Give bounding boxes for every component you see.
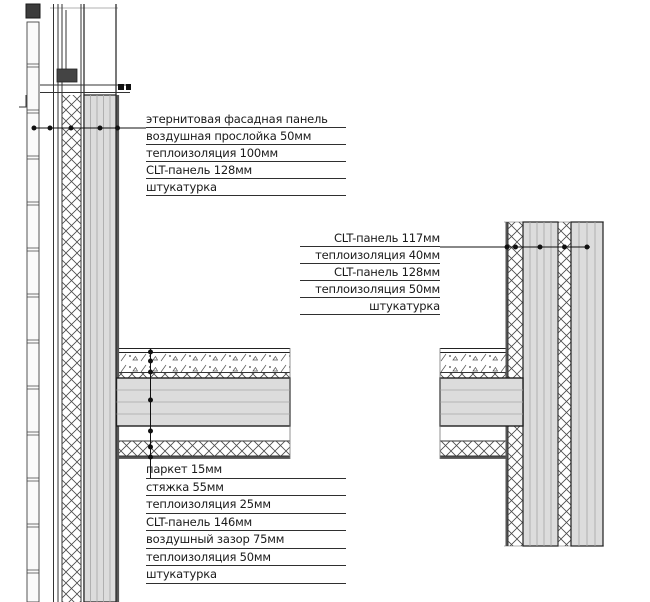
wall-left-callout: этернитовая фасадная панель воздушная пр… (146, 111, 346, 196)
floor-insulation-25 (119, 373, 290, 378)
wall-plaster-line (116, 95, 120, 602)
leader-top-wall (31, 125, 146, 131)
clt-slab-lamellae (440, 389, 523, 415)
ceiling-insulation-50 (440, 441, 506, 456)
ceiling-plaster-line (440, 456, 506, 459)
fixing-hook (19, 95, 27, 108)
wall-insulation-band (62, 95, 81, 602)
floor-callout: паркет 15мм стяжка 55мм теплоизоляция 25… (146, 461, 346, 584)
callout-label: CLT-панель 128мм (300, 264, 440, 281)
clt-wall-lamellae (90, 95, 111, 602)
right-wall-assembly (504, 221, 604, 547)
screed-layer (119, 353, 290, 372)
callout-label: воздушный зазор 75мм (146, 531, 346, 549)
callout-label: воздушная прослойка 50мм (146, 128, 346, 145)
right-clt-117-lamellae (578, 222, 596, 546)
clt-wall-panel (83, 94, 117, 602)
right-wall-insulation-40 (558, 222, 571, 546)
left-wall-assembly (40, 4, 131, 602)
wall-right-callout: CLT-панель 117мм теплоизоляция 40мм CLT-… (300, 230, 440, 315)
callout-label: паркет 15мм (146, 461, 346, 479)
right-clt-panel-128 (522, 221, 559, 547)
parquet-lines (440, 348, 506, 353)
facade-panel-joints (27, 63, 39, 574)
callout-label: CLT-панель 128мм (146, 162, 346, 179)
callout-label: теплоизоляция 50мм (300, 281, 440, 298)
leader-floor (148, 349, 153, 479)
ceiling-insulation-50 (119, 441, 290, 456)
callout-label: теплоизоляция 40мм (300, 247, 440, 264)
right-floor-assembly (439, 348, 524, 459)
left-facade-panel-strip (19, 3, 118, 602)
callout-label: теплоизоляция 25мм (146, 496, 346, 514)
callout-label: этернитовая фасадная панель (146, 111, 346, 128)
callout-label: штукатурка (146, 179, 346, 196)
right-clt-128-lamellae (529, 222, 552, 546)
floor-insulation-25 (440, 373, 506, 378)
leader-right-wall (440, 244, 590, 250)
callout-label: стяжка 55мм (146, 479, 346, 496)
parquet-lines (119, 348, 290, 353)
callout-label: CLT-панель 117мм (300, 230, 440, 247)
callout-label: штукатурка (146, 566, 346, 584)
callout-label: теплоизоляция 50мм (146, 549, 346, 566)
facade-bracket (40, 10, 131, 93)
left-floor-assembly (115, 348, 291, 459)
callout-label: штукатурка (300, 298, 440, 315)
callout-label: CLT-панель 146мм (146, 514, 346, 531)
screed-layer (440, 353, 506, 372)
ceiling-plaster-line (119, 456, 290, 459)
clt-slab-lamellae (116, 389, 290, 415)
callout-label: теплоизоляция 100мм (146, 145, 346, 162)
